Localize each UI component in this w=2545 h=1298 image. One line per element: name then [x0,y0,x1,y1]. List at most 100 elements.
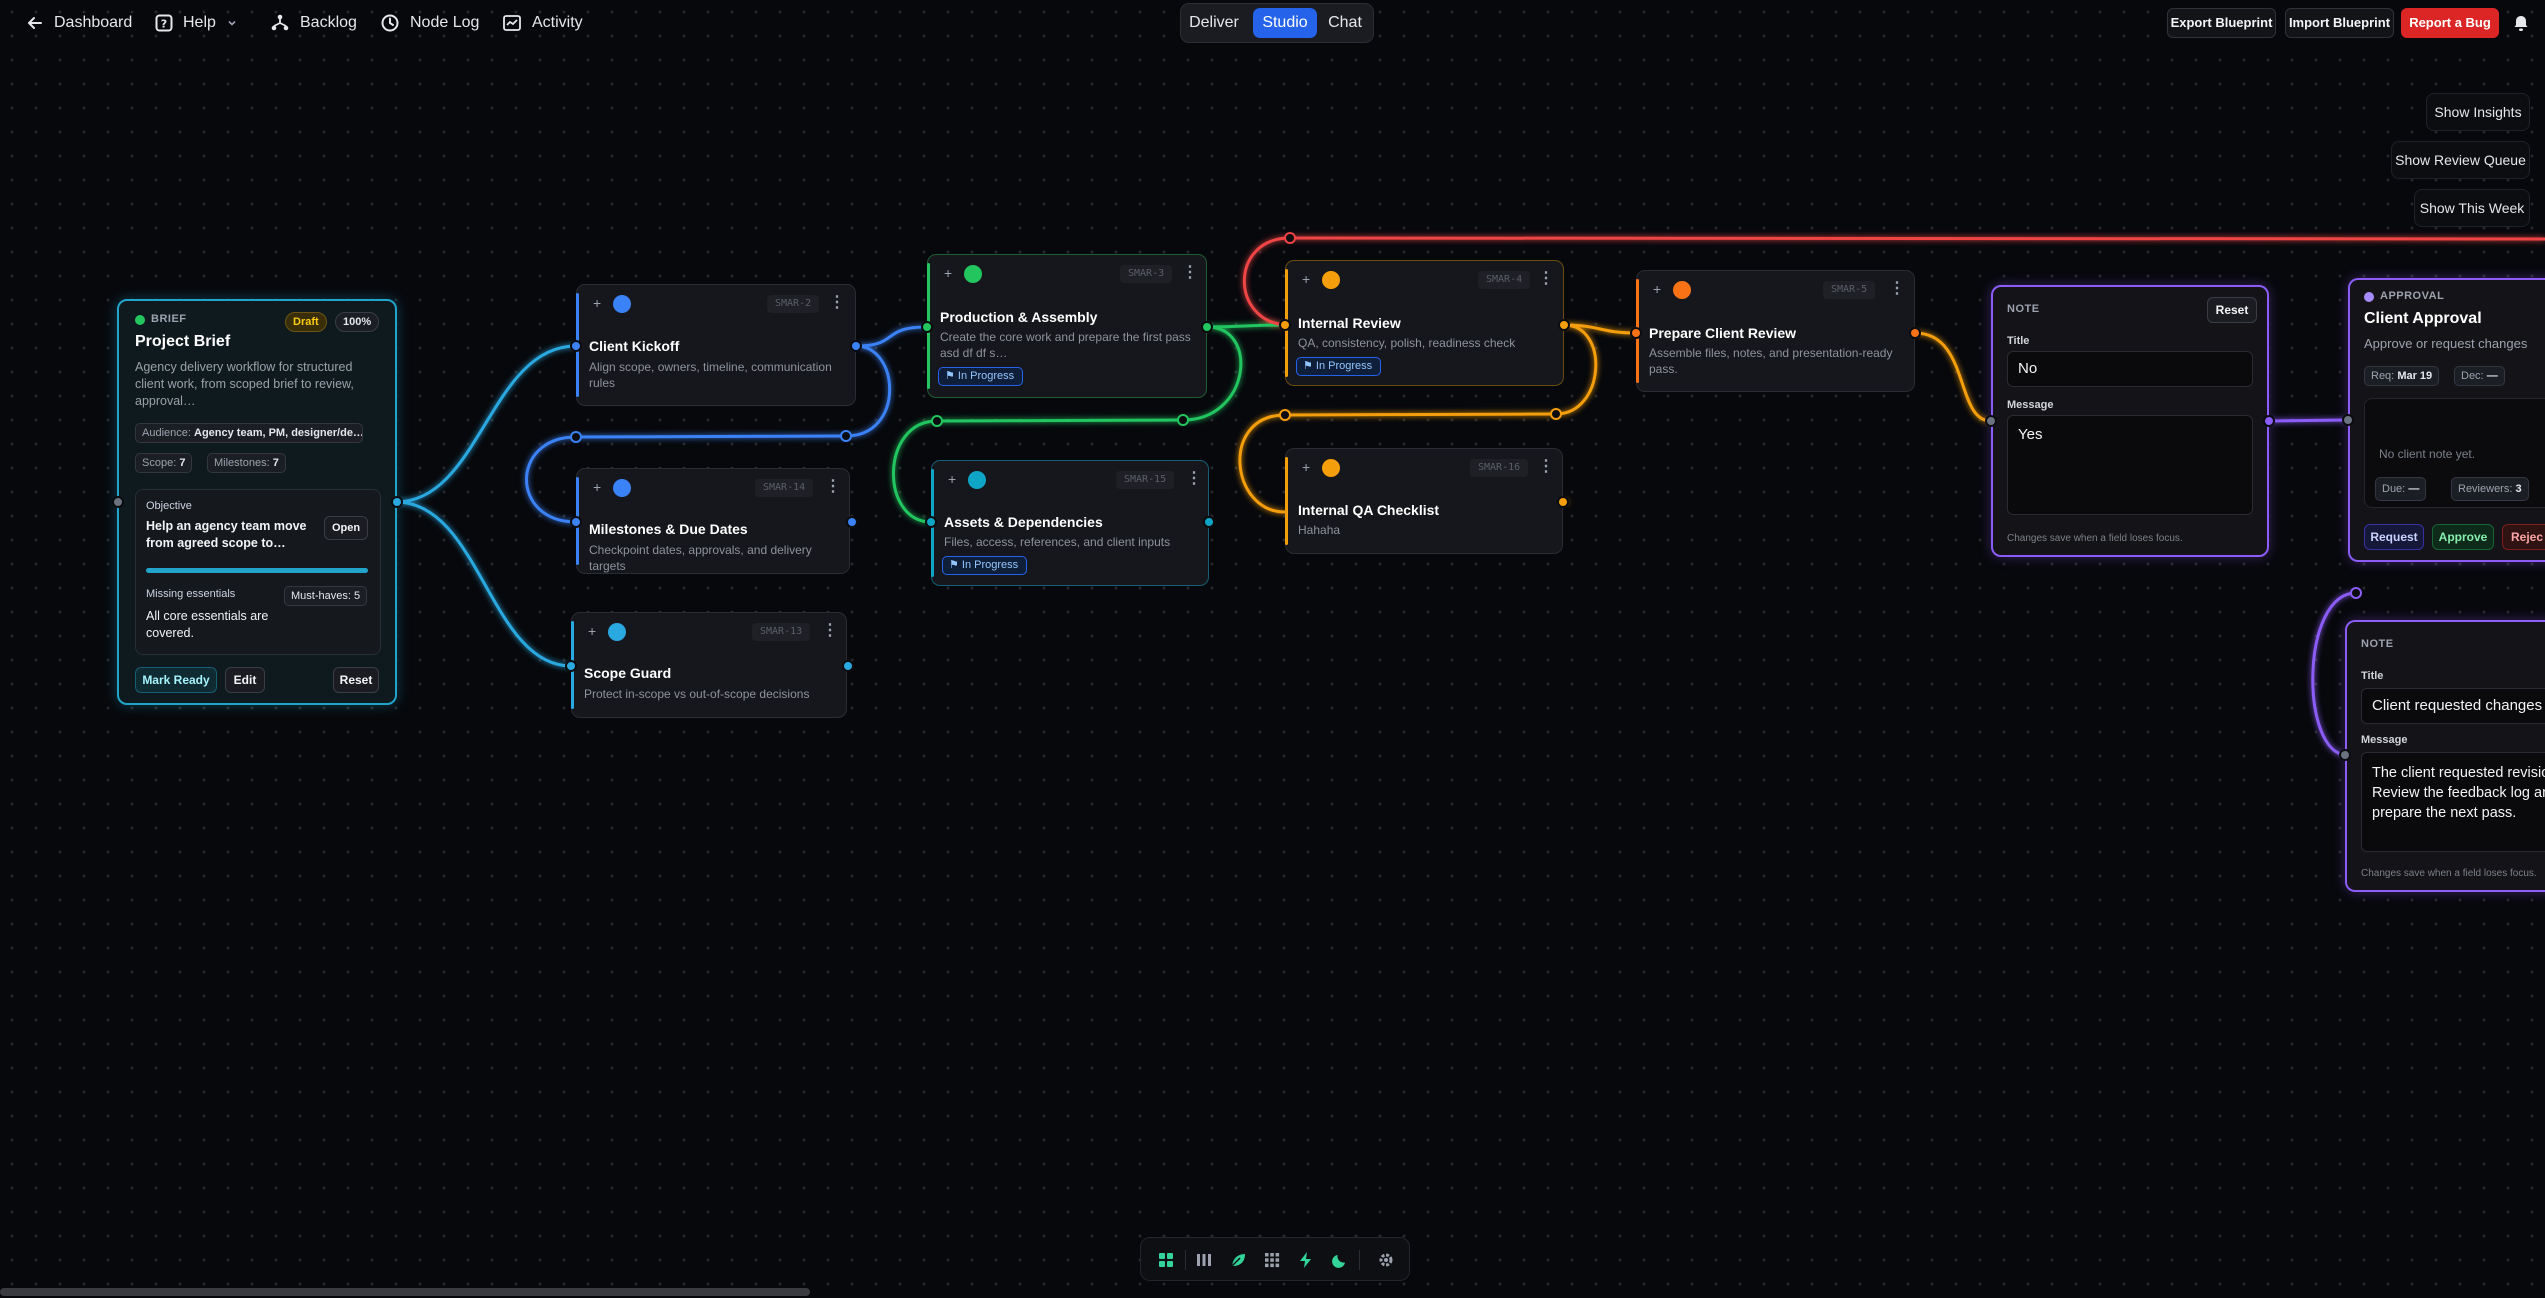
output-port[interactable] [1557,496,1569,508]
reset-note-button[interactable]: Reset [2207,297,2257,323]
output-port[interactable] [1558,319,1570,331]
arrow-left-icon [28,17,42,29]
missing-essentials-label: Missing essentials [146,588,236,600]
node-status-dot [1673,281,1691,299]
columns-icon[interactable] [1195,1251,1213,1269]
requested-label: Req: [2371,370,2395,382]
output-port[interactable] [1909,327,1921,339]
milestones-node[interactable]: + SMAR-14 ⋮ Milestones & Due Dates Check… [576,468,850,574]
input-port[interactable] [1630,327,1642,339]
node-title: Scope Guard [584,665,672,681]
edit-brief-button[interactable]: Edit [225,667,265,693]
input-port[interactable] [1985,415,1997,427]
input-port[interactable] [570,516,582,528]
more-menu-icon[interactable]: ⋮ [1889,280,1905,297]
note-title-input[interactable]: No [2007,351,2253,387]
input-port[interactable] [1279,319,1291,331]
mode-chat[interactable]: Chat [1328,14,1362,31]
output-port[interactable] [842,660,854,672]
input-port[interactable] [565,660,577,672]
show-review-queue-button[interactable]: Show Review Queue [2391,141,2530,179]
input-port[interactable] [2342,414,2354,426]
more-menu-icon[interactable]: ⋮ [1538,270,1554,287]
assets-dependencies-node[interactable]: + SMAR-15 ⋮ Assets & Dependencies Files,… [931,460,1209,586]
node-code: SMAR-16 [1470,459,1529,477]
client-kickoff-node[interactable]: + SMAR-2 ⋮ Client Kickoff Align scope, o… [576,284,856,406]
brief-description: Agency delivery workflow for structured … [135,359,354,410]
more-menu-icon[interactable]: ⋮ [825,478,841,495]
reset-brief-button[interactable]: Reset [333,667,379,693]
add-icon[interactable]: + [593,295,602,311]
note-message-input[interactable]: Yes [2007,415,2253,515]
output-port[interactable] [850,340,862,352]
more-menu-icon[interactable]: ⋮ [1538,458,1554,475]
mode-studio[interactable]: Studio [1253,8,1317,38]
node-code: SMAR-5 [1823,281,1876,299]
moon-icon[interactable] [1331,1251,1349,1269]
prepare-client-review-node[interactable]: + SMAR-5 ⋮ Prepare Client Review Assembl… [1636,270,1915,392]
brief-output-port[interactable] [391,496,403,508]
more-menu-icon[interactable]: ⋮ [1182,264,1198,281]
grid-icon[interactable] [1157,1251,1175,1269]
more-menu-icon[interactable]: ⋮ [1186,470,1202,487]
client-changes-note-node[interactable]: NOTE Title Client requested changes Mess… [2345,620,2545,892]
output-port[interactable] [2263,415,2275,427]
mode-deliver[interactable]: Deliver [1189,14,1239,31]
show-insights-button[interactable]: Show Insights [2426,93,2530,131]
note-node[interactable]: NOTE Reset Title No Message Yes Changes … [1991,285,2269,557]
report-bug-button[interactable]: Report a Bug [2401,8,2499,38]
brief-input-port[interactable] [112,496,124,508]
note-message-input[interactable]: The client requested revisio Review the … [2361,752,2545,852]
output-port[interactable] [1201,321,1213,333]
add-icon[interactable]: + [593,479,602,495]
activity-link[interactable]: Activity [502,0,583,46]
note-title-input[interactable]: Client requested changes [2361,688,2545,724]
help-menu[interactable]: ? Help [155,0,238,46]
internal-qa-checklist-node[interactable]: + SMAR-16 ⋮ Internal QA Checklist Hahaha [1285,448,1563,554]
node-log-link[interactable]: Node Log [380,0,479,46]
input-port[interactable] [570,340,582,352]
add-icon[interactable]: + [1653,281,1662,297]
more-menu-icon[interactable]: ⋮ [822,622,838,639]
reject-button[interactable]: Rejec [2502,524,2545,550]
import-blueprint-button[interactable]: Import Blueprint [2285,8,2394,38]
gear-icon[interactable] [1377,1251,1395,1269]
request-changes-button[interactable]: Request [2364,524,2424,550]
output-port[interactable] [846,516,858,528]
production-assembly-node[interactable]: + SMAR-3 ⋮ Production & Assembly Create … [927,254,1207,398]
client-approval-node[interactable]: APPROVAL Client Approval Approve or requ… [2348,278,2545,562]
horizontal-scrollbar[interactable] [0,1288,810,1296]
bolt-icon[interactable] [1297,1251,1315,1269]
input-port[interactable] [925,516,937,528]
input-port[interactable] [2339,749,2351,761]
mark-ready-button[interactable]: Mark Ready [135,667,217,693]
open-objective-button[interactable]: Open [324,516,368,540]
node-code: SMAR-4 [1478,271,1531,289]
output-port[interactable] [1203,516,1215,528]
completion-badge: 100% [335,312,380,332]
back-to-dashboard[interactable]: Dashboard [26,0,132,46]
status-badge: ⚑ In Progress [1296,357,1382,376]
approve-button[interactable]: Approve [2432,524,2494,550]
bell-icon[interactable] [2512,14,2530,32]
add-icon[interactable]: + [588,623,597,639]
brief-description-line: approval… [135,394,196,408]
add-icon[interactable]: + [1302,271,1311,287]
leaf-icon[interactable] [1229,1251,1247,1269]
add-icon[interactable]: + [948,471,957,487]
scope-label: Scope: [142,457,177,469]
add-icon[interactable]: + [1302,459,1311,475]
missing-line: All core essentials are [146,609,269,623]
add-icon[interactable]: + [944,265,953,281]
message-label: Message [2007,399,2054,411]
internal-review-node[interactable]: + SMAR-4 ⋮ Internal Review QA, consisten… [1285,260,1564,386]
reviewers-label: Reviewers: [2458,483,2513,495]
backlog-link[interactable]: Backlog [270,0,357,46]
grid-dots-icon[interactable] [1263,1251,1281,1269]
scope-guard-node[interactable]: + SMAR-13 ⋮ Scope Guard Protect in-scope… [571,612,847,718]
input-port[interactable] [921,321,933,333]
more-menu-icon[interactable]: ⋮ [829,294,845,311]
show-this-week-button[interactable]: Show This Week [2414,189,2530,227]
project-brief-node[interactable]: BRIEF Draft 100% Project Brief Agency de… [117,299,397,705]
export-blueprint-button[interactable]: Export Blueprint [2167,8,2276,38]
